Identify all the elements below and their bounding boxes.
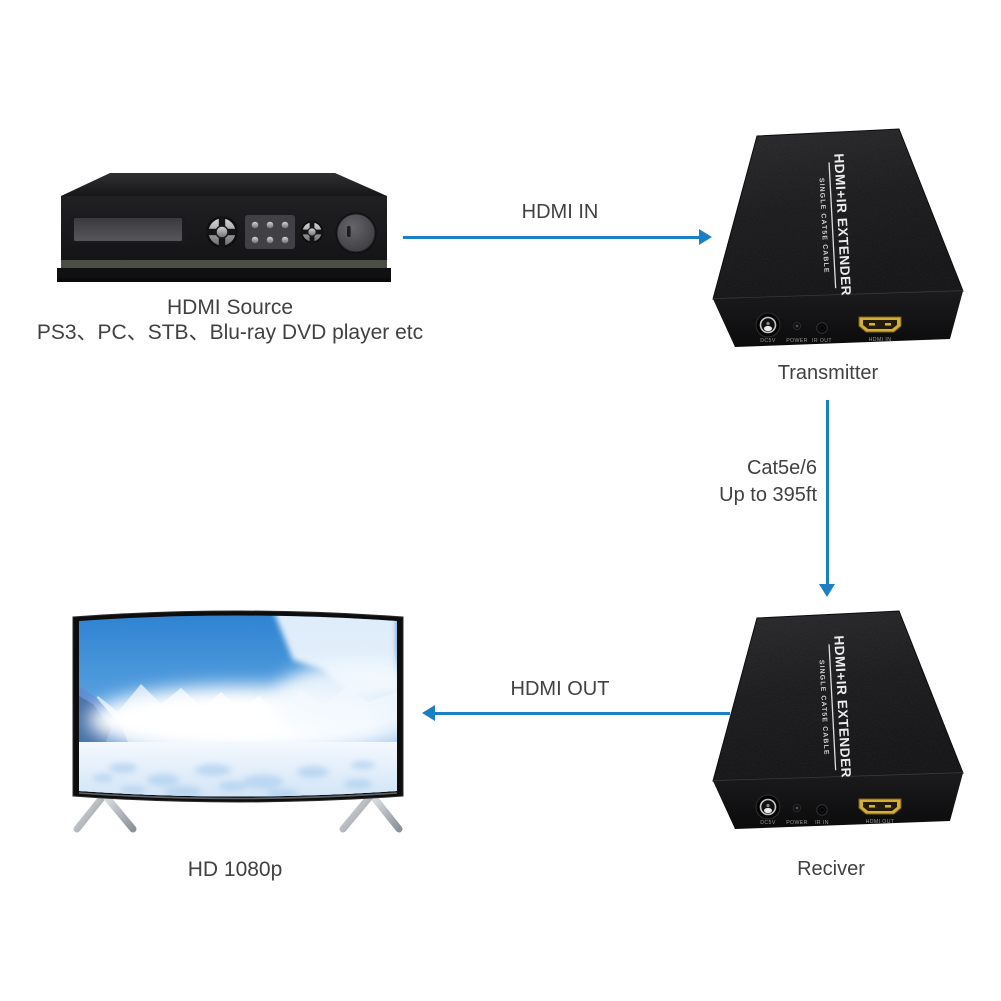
cat5-label-line2: Up to 395ft xyxy=(719,484,817,506)
cat5-label-line1: Cat5e/6 xyxy=(746,457,817,479)
hdmi-out-arrow-line xyxy=(434,712,730,715)
tv-screen xyxy=(79,615,397,797)
source-label: HDMI Source PS3、PC、STB、Blu-ray DVD playe… xyxy=(28,295,432,345)
receiver-ir-label: IR IN xyxy=(815,820,829,826)
receiver-case-title: HDMI+IR EXTENDER xyxy=(831,635,853,778)
cat5-arrowhead-icon xyxy=(819,584,835,597)
receiver-power-led xyxy=(792,803,802,813)
transmitter-port-labels: DC5V POWER IR OUT HDMI IN xyxy=(760,337,891,344)
player-button-panel xyxy=(245,215,295,249)
receiver-dc-jack xyxy=(755,794,781,820)
hdmi-in-arrowhead-icon xyxy=(699,229,712,245)
transmitter-case-title: HDMI+IR EXTENDER xyxy=(831,153,853,296)
transmitter-hdmi-port xyxy=(858,316,902,333)
player-dpad-large xyxy=(206,216,238,248)
transmitter-label: Transmitter xyxy=(777,362,879,384)
transmitter-power-led xyxy=(792,321,802,331)
receiver-power-label: POWER xyxy=(786,820,808,826)
transmitter-front-face xyxy=(713,291,963,347)
source-device-illustration xyxy=(57,173,391,282)
receiver-hdmi-label: HDMI OUT xyxy=(866,819,895,825)
receiver-port-labels: DC5V POWER IR IN HDMI OUT xyxy=(760,819,895,826)
cat5-arrow xyxy=(819,400,835,597)
tv-label: HD 1080p xyxy=(187,858,283,881)
player-dpad-small xyxy=(300,220,324,244)
transmitter-case-rule xyxy=(828,162,837,289)
receiver-device-illustration: HDMI+IR EXTENDER SINGLE CAT5E CABLE DC5V xyxy=(712,610,964,829)
receiver-ir-jack xyxy=(816,804,828,816)
player-display xyxy=(71,216,185,243)
cat5-label: Cat5e/6 Up to 395ft xyxy=(640,455,817,509)
transmitter-ir-jack xyxy=(816,322,828,334)
hdmi-in-arrow-line xyxy=(403,236,700,239)
transmitter-case-print: HDMI+IR EXTENDER SINGLE CAT5E CABLE xyxy=(818,153,854,296)
hdmi-out-label: HDMI OUT xyxy=(510,678,610,700)
cat5-arrow-line xyxy=(825,400,829,585)
receiver-top-texture xyxy=(713,611,963,781)
receiver-case-rule xyxy=(828,644,837,771)
hdmi-out-arrow xyxy=(422,705,730,721)
tv-stand xyxy=(73,789,403,833)
transmitter-top-texture xyxy=(713,129,963,299)
tv-bottom-trim xyxy=(78,792,398,800)
receiver-front-face xyxy=(713,773,963,829)
receiver-label: Reciver xyxy=(797,858,865,880)
hdmi-in-label: HDMI IN xyxy=(521,201,599,223)
player-knob xyxy=(335,212,377,254)
transmitter-hdmi-label: HDMI IN xyxy=(869,337,892,343)
transmitter-device-illustration: HDMI+IR EXTENDER SINGLE CAT5E CABLE DC5V xyxy=(712,128,964,347)
transmitter-dc-label: DC5V xyxy=(760,338,776,344)
receiver-dc-label: DC5V xyxy=(760,820,776,826)
source-subtitle: PS3、PC、STB、Blu-ray DVD player etc xyxy=(36,321,424,344)
receiver-hdmi-port xyxy=(858,798,902,815)
hdmi-in-arrow xyxy=(403,229,712,245)
source-title: HDMI Source xyxy=(166,296,294,319)
transmitter-power-label: POWER xyxy=(786,338,808,344)
transmitter-ir-label: IR OUT xyxy=(812,338,832,344)
hdmi-out-arrowhead-icon xyxy=(422,705,435,721)
tv-illustration xyxy=(72,610,404,833)
transmitter-dc-jack xyxy=(755,312,781,338)
